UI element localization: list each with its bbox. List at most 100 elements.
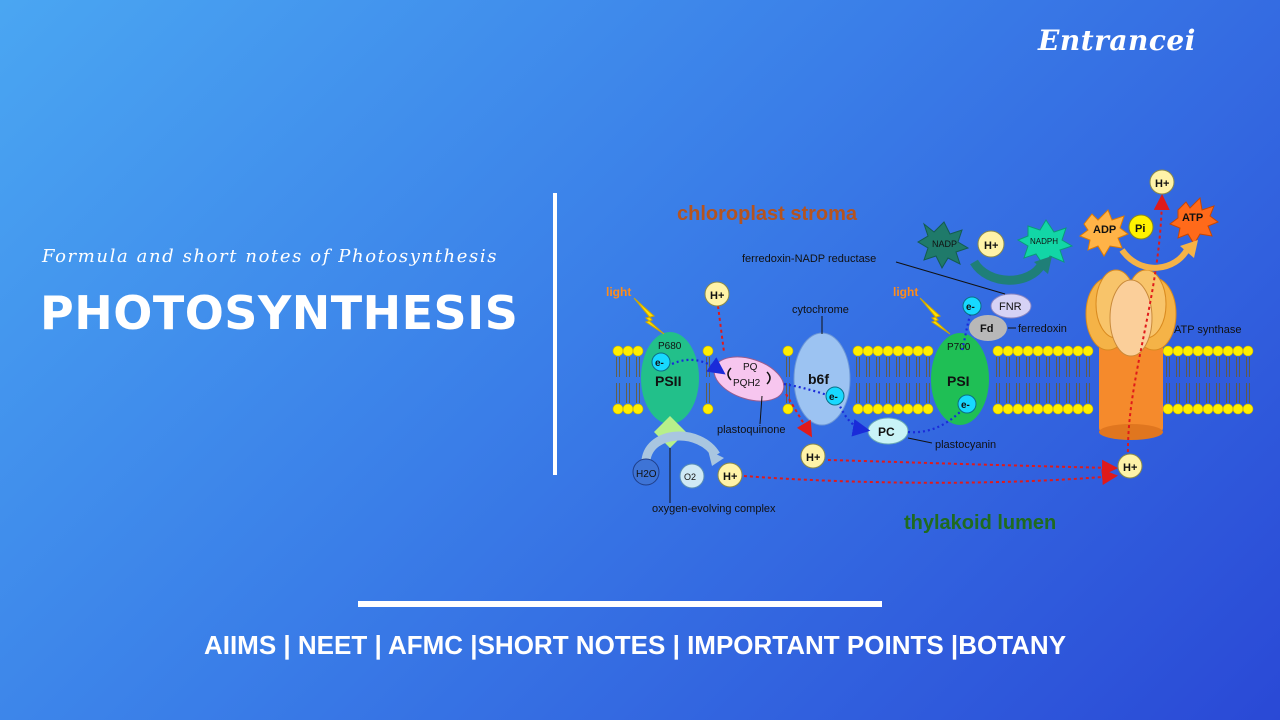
lipid-head bbox=[1042, 345, 1054, 357]
page-subtitle: Formula and short notes of Photosynthesi… bbox=[42, 246, 499, 267]
lipid-head bbox=[862, 403, 874, 415]
lipid-head bbox=[902, 345, 914, 357]
proton-path-b6f-atp bbox=[827, 459, 1118, 476]
electron-label-1: e- bbox=[655, 358, 664, 369]
electron-path-pc-psi bbox=[907, 409, 963, 434]
lipid-head bbox=[1012, 345, 1024, 357]
cytochrome-label: cytochrome bbox=[792, 304, 849, 316]
lipid-head bbox=[1002, 345, 1014, 357]
lipid-head bbox=[922, 345, 934, 357]
lipid-head bbox=[1032, 403, 1044, 415]
lipid-head bbox=[862, 345, 874, 357]
water-molecule bbox=[632, 458, 660, 486]
electron-label-2: e- bbox=[829, 392, 838, 403]
proton-fnr-label: H+ bbox=[984, 240, 998, 252]
lipid-head bbox=[612, 403, 624, 415]
fnr bbox=[990, 293, 1032, 319]
atp-synthase bbox=[1085, 269, 1177, 440]
electron-psi bbox=[957, 394, 977, 414]
plastoquinone-label: plastoquinone bbox=[717, 424, 786, 436]
plastocyanin-label: plastocyanin bbox=[935, 439, 996, 451]
lipid-head bbox=[882, 345, 894, 357]
electron-label-3: e- bbox=[961, 400, 970, 411]
lipid-head bbox=[782, 345, 794, 357]
pi-label: Pi bbox=[1135, 223, 1145, 235]
oxygen-label: O2 bbox=[684, 472, 696, 482]
lumen-label: thylakoid lumen bbox=[904, 512, 1056, 534]
lipid-head bbox=[1192, 403, 1204, 415]
electron-fd bbox=[962, 296, 982, 316]
pq-label: PQ bbox=[743, 362, 758, 373]
lipid-head bbox=[912, 403, 924, 415]
atp-arrow bbox=[1119, 246, 1191, 271]
lipid-head bbox=[922, 403, 934, 415]
pc-label: PC bbox=[878, 425, 895, 439]
fnr-label: FNR bbox=[999, 301, 1022, 313]
lipid-head bbox=[1212, 403, 1224, 415]
b6f-label: b6f bbox=[808, 371, 829, 387]
fnr-pointer bbox=[895, 261, 1006, 295]
lipid-head bbox=[612, 345, 624, 357]
lipid-head bbox=[1162, 403, 1174, 415]
lipid-head bbox=[1082, 403, 1094, 415]
lipid-head bbox=[892, 345, 904, 357]
water-label: H2O bbox=[636, 469, 657, 480]
fnr-full-label: ferredoxin-NADP reductase bbox=[742, 253, 876, 265]
proton-label-3: H+ bbox=[723, 471, 737, 483]
p680-label: P680 bbox=[658, 341, 682, 352]
psii-label: PSII bbox=[655, 373, 681, 389]
lipid-head bbox=[1162, 345, 1174, 357]
lipid-head bbox=[1082, 345, 1094, 357]
proton-lumen-atp bbox=[1117, 453, 1143, 479]
brand-logo: Entrancei bbox=[1038, 24, 1196, 57]
ferredoxin-label: ferredoxin bbox=[1018, 323, 1067, 335]
lipid-head bbox=[1052, 345, 1064, 357]
atp-burst bbox=[1168, 196, 1220, 245]
nadph-label: NADPH bbox=[1030, 237, 1058, 246]
lipid-head bbox=[632, 345, 644, 357]
water-split-arrow bbox=[641, 431, 720, 462]
lipid-head bbox=[852, 345, 864, 357]
adp-label: ADP bbox=[1093, 224, 1116, 236]
lipid-head bbox=[852, 403, 864, 415]
proton-stroma-pq bbox=[704, 281, 730, 307]
adp-burst bbox=[1078, 209, 1130, 257]
ferredoxin bbox=[969, 315, 1007, 341]
proton-path-psii-atp bbox=[743, 469, 1118, 486]
stroma-label: chloroplast stroma bbox=[677, 203, 858, 225]
lipid-head bbox=[882, 403, 894, 415]
lipid-head bbox=[992, 345, 1004, 357]
lipid-head bbox=[1222, 403, 1234, 415]
lipid-head bbox=[912, 345, 924, 357]
lipid-head bbox=[702, 403, 714, 415]
lipid-head bbox=[1032, 345, 1044, 357]
pi-molecule bbox=[1128, 214, 1154, 240]
electron-path-pq-b6f bbox=[783, 382, 831, 398]
proton-path-pq-lumen bbox=[785, 393, 813, 438]
lipid-head bbox=[622, 403, 634, 415]
atp-synthase-label: ATP synthase bbox=[1174, 324, 1241, 336]
light-bolt-1 bbox=[633, 297, 665, 335]
proton-path-atp-stroma bbox=[1126, 194, 1170, 459]
lipid-head bbox=[1062, 403, 1074, 415]
lipid-head bbox=[1012, 403, 1024, 415]
lipid-head bbox=[1172, 345, 1184, 357]
electron-psii bbox=[651, 352, 671, 372]
pqh2-label: PQH2 bbox=[733, 378, 761, 389]
proton-label-2: H+ bbox=[806, 452, 820, 464]
proton-path-stroma-pq bbox=[717, 305, 725, 353]
lipid-head bbox=[1022, 345, 1034, 357]
lipid-head bbox=[1072, 403, 1084, 415]
nadp-burst bbox=[917, 221, 970, 270]
light-label-1: light bbox=[606, 285, 631, 299]
lipid-head bbox=[992, 403, 1004, 415]
light-bolt-2 bbox=[919, 297, 951, 335]
lipid-head bbox=[1202, 403, 1214, 415]
lipid-head bbox=[1192, 345, 1204, 357]
lipid-head bbox=[872, 403, 884, 415]
horizontal-divider bbox=[358, 601, 882, 607]
lipid-head bbox=[1222, 345, 1234, 357]
electron-b6f bbox=[825, 386, 845, 406]
membrane-heads bbox=[612, 345, 1254, 415]
